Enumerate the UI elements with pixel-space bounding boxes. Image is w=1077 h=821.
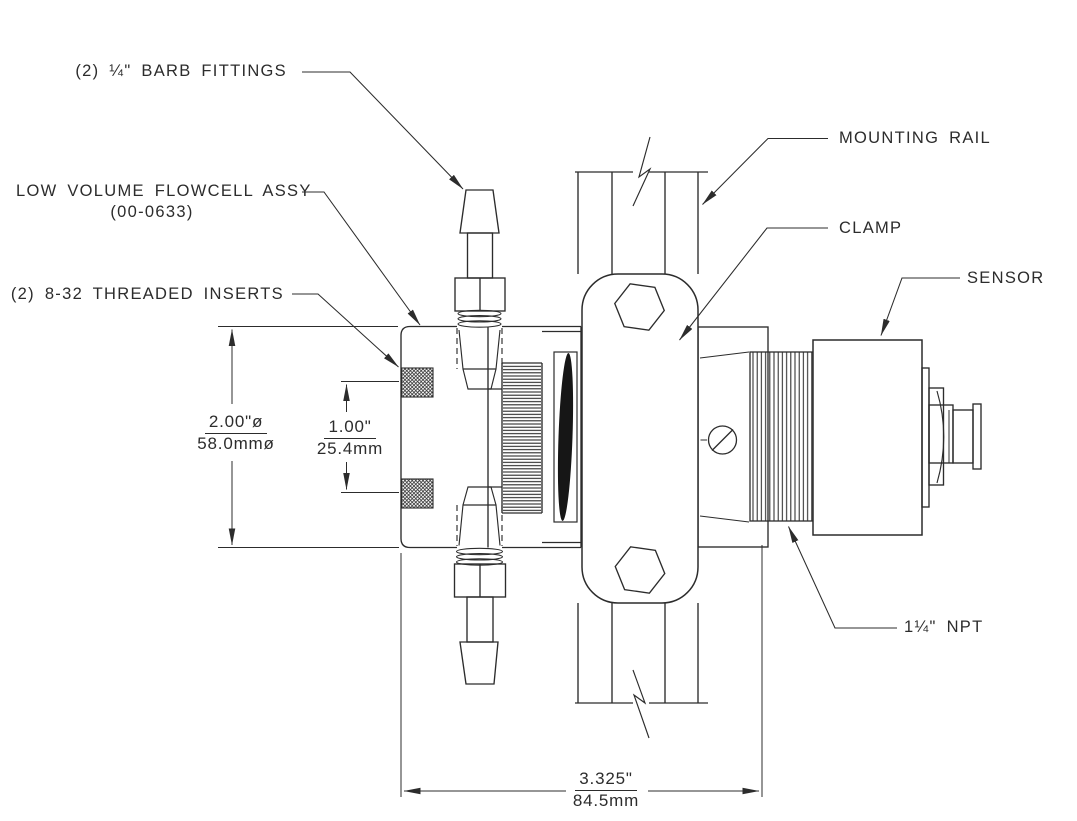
- clamp-bolt-top: [613, 283, 666, 331]
- rail-break-bottom: [632, 669, 650, 739]
- flowcell-body: [400, 325, 582, 549]
- barb-tip: [459, 189, 500, 234]
- dimension-insert-spacing: 1.00" 25.4mm: [300, 417, 400, 459]
- dimension-overall-length-imperial: 3.325": [575, 769, 637, 791]
- callout-threaded-inserts: (2) 8-32 THREADED INSERTS: [10, 285, 284, 303]
- barb-stem: [466, 232, 494, 279]
- barb-tip: [459, 641, 499, 685]
- sensor: [812, 339, 982, 536]
- dimension-overall-length: 3.325" 84.5mm: [556, 769, 656, 811]
- sensor-connector: [952, 409, 974, 464]
- leader-mounting-rail: [702, 137, 828, 205]
- callout-clamp: CLAMP: [839, 219, 903, 237]
- callout-npt: 1¼" NPT: [904, 618, 984, 636]
- leader-barb-fittings: [302, 71, 464, 190]
- leader-clamp: [679, 227, 828, 341]
- dimension-insert-spacing-lines: [341, 381, 399, 493]
- barb-fitting-bottom: [453, 486, 507, 685]
- leader-npt: [788, 526, 897, 629]
- clamp: [581, 273, 699, 604]
- screw-head: [707, 425, 738, 455]
- sensor-cylinder-arc: [936, 390, 945, 484]
- sensor-connector-tip: [972, 403, 982, 470]
- leader-sensor: [880, 277, 960, 336]
- dimension-insert-spacing-metric: 25.4mm: [316, 439, 384, 458]
- threaded-insert-bottom: [400, 478, 434, 509]
- dimension-overall-length-metric: 84.5mm: [572, 791, 640, 810]
- callout-barb-fittings: (2) ¼" BARB FITTINGS: [75, 62, 287, 80]
- dimension-diameter-metric: 58.0mmø: [197, 434, 275, 453]
- leader-threaded-inserts: [292, 293, 399, 368]
- dimension-diameter-lines: [218, 326, 399, 548]
- callout-sensor: SENSOR: [967, 269, 1045, 287]
- callout-flowcell-assy-name: LOW VOLUME FLOWCELL ASSY: [16, 182, 312, 200]
- mounting-rail: [575, 136, 708, 739]
- barb-fitting-top: [454, 189, 506, 390]
- screw-slot: [711, 429, 734, 451]
- callout-flowcell-part-number: (00-0633): [110, 203, 194, 221]
- rail-break-top: [632, 136, 652, 207]
- threaded-insert-top: [400, 367, 434, 398]
- barb-stem: [466, 596, 494, 643]
- clamp-bolt-bottom: [614, 546, 666, 594]
- npt-threads: [749, 351, 814, 522]
- leader-lines: [292, 71, 960, 629]
- callout-mounting-rail: MOUNTING RAIL: [839, 129, 991, 147]
- dimension-diameter: 2.00"ø 58.0mmø: [184, 412, 288, 454]
- knurled-ring: [501, 362, 543, 514]
- callout-flowcell-assy: LOW VOLUME FLOWCELL ASSY (00-0633): [16, 181, 312, 223]
- sensor-body: [812, 339, 923, 536]
- dimension-lines: [218, 326, 763, 797]
- oring: [557, 353, 574, 521]
- hidden-ferrule-top: [456, 328, 503, 390]
- dimension-diameter-imperial: 2.00"ø: [204, 412, 268, 434]
- oring-groove: [553, 351, 578, 523]
- leader-flowcell-assy: [302, 191, 421, 326]
- hidden-ferrule-bottom: [456, 486, 503, 546]
- dimension-insert-spacing-imperial: 1.00": [324, 417, 376, 439]
- dimension-overall-length-lines: [400, 545, 763, 797]
